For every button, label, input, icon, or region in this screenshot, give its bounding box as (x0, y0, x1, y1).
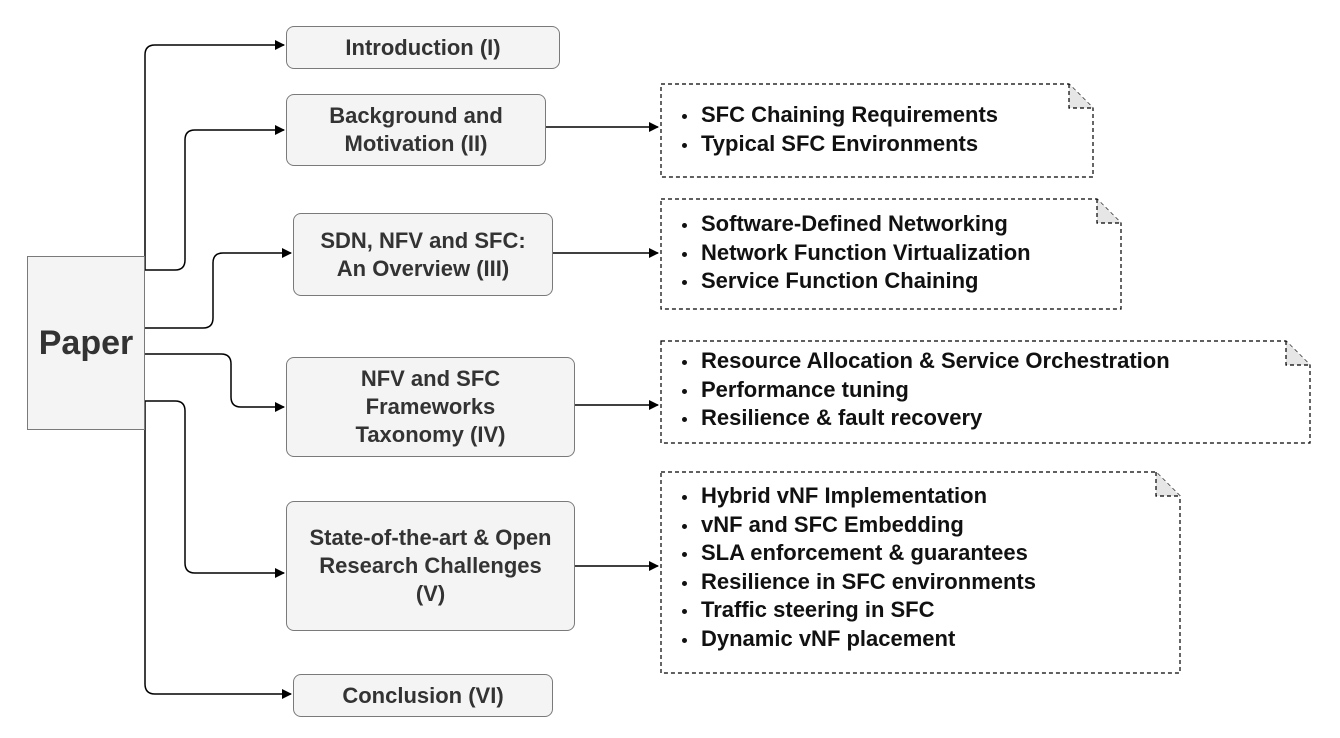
section-background-motivation: Background and Motivation (II) (286, 94, 546, 166)
note-fold-background (1068, 84, 1093, 109)
note-item: vNF and SFC Embedding (661, 511, 1036, 540)
section-conclusion: Conclusion (VI) (293, 674, 553, 717)
note-fold-sota (1155, 472, 1180, 497)
connector-sota (145, 400, 285, 578)
connector-background (145, 125, 285, 271)
bullet-icon (682, 523, 687, 529)
bullet-icon (682, 388, 687, 394)
bullet-icon (682, 637, 687, 643)
note-item: SFC Chaining Requirements (661, 101, 998, 130)
section-introduction: Introduction (I) (286, 26, 560, 69)
note-item: Resource Allocation & Service Orchestrat… (661, 347, 1170, 376)
bullet-icon (682, 223, 687, 228)
note-item: Performance tuning (661, 376, 1170, 405)
bullet-icon (682, 360, 687, 365)
bullet-icon (682, 552, 687, 557)
bullet-icon (682, 417, 687, 422)
note-item: Service Function Chaining (661, 267, 1031, 296)
note-item: Resilience in SFC environments (661, 568, 1036, 597)
bullet-icon (682, 142, 687, 148)
note-shape-taxonomy (660, 340, 1311, 444)
section-sdn-nfv-sfc-overview: SDN, NFV and SFC: An Overview (III) (293, 213, 553, 296)
bullet-icon (682, 580, 687, 586)
note-item: Dynamic vNF placement (661, 625, 1036, 654)
note-background-topics: SFC Chaining Requirements Typical SFC En… (661, 101, 998, 158)
section-frameworks-taxonomy: NFV and SFC Frameworks Taxonomy (IV) (286, 357, 575, 457)
note-fold-taxonomy (1285, 341, 1310, 366)
note-item: Resilience & fault recovery (661, 404, 1170, 433)
connector-taxonomy (145, 353, 285, 412)
connector-intro (144, 40, 285, 270)
root-label: Paper (38, 323, 134, 362)
bullet-icon (682, 251, 687, 257)
bullet-icon (682, 114, 687, 119)
note-shape-overview (660, 198, 1122, 310)
note-item: Software-Defined Networking (661, 210, 1031, 239)
bullet-icon (682, 280, 687, 285)
note-item: Traffic steering in SFC (661, 596, 1036, 625)
connector-conclusion (144, 401, 292, 699)
section-state-of-the-art: State-of-the-art & Open Research Challen… (286, 501, 575, 631)
note-sota-topics: Hybrid vNF Implementation vNF and SFC Em… (661, 482, 1036, 653)
bullet-icon (682, 609, 687, 614)
note-item: SLA enforcement & guarantees (661, 539, 1036, 568)
note-item: Typical SFC Environments (661, 130, 998, 159)
bullet-icon (682, 495, 687, 500)
note-shape-background (660, 83, 1094, 178)
note-shape-sota (660, 471, 1181, 674)
root-paper-box: Paper (27, 256, 145, 430)
note-overview-topics: Software-Defined Networking Network Func… (661, 210, 1031, 296)
note-item: Network Function Virtualization (661, 239, 1031, 268)
connector-overview (145, 248, 292, 329)
note-fold-overview (1096, 199, 1121, 224)
note-taxonomy-topics: Resource Allocation & Service Orchestrat… (661, 347, 1170, 433)
note-item: Hybrid vNF Implementation (661, 482, 1036, 511)
